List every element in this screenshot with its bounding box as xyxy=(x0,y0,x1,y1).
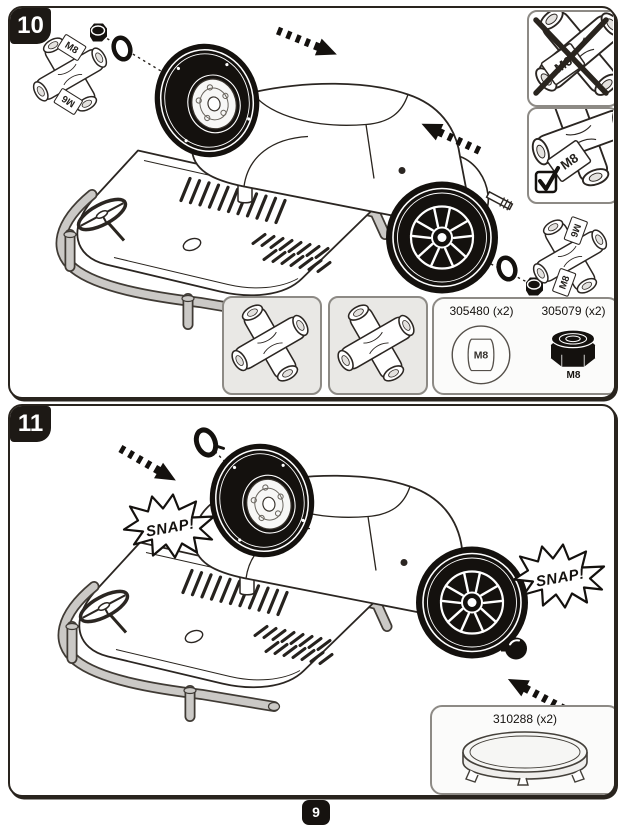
part-washer: 305480 (x2) M8 xyxy=(446,299,516,388)
part-hubcap: 310288 (x2) xyxy=(450,707,600,786)
washer-icon xyxy=(496,256,518,282)
step-11-illustration: SNAP! SNAP! xyxy=(10,406,606,795)
parts-box-step11: 310288 (x2) xyxy=(430,705,614,795)
cross-out-icon xyxy=(533,17,609,96)
correct-tool-inset: M8 xyxy=(527,107,614,204)
snap-callout: SNAP! xyxy=(122,493,216,559)
hubcap-part-icon xyxy=(462,731,588,786)
hubcap-icon xyxy=(193,425,224,458)
step-11-badge: 11 xyxy=(10,406,51,442)
step-10-illustration: M8 M6 M6 M8 xyxy=(15,8,614,397)
part-number: 305079 (x2) xyxy=(541,304,606,318)
part-number: 305480 (x2) xyxy=(449,304,514,318)
part-lock-nut: 305079 (x2) M8 xyxy=(541,299,605,381)
page-number-badge: 9 xyxy=(302,800,330,825)
washer-part-icon: M8 xyxy=(452,325,511,385)
washer-size-label: M8 xyxy=(474,350,489,361)
snap-callout: SNAP! xyxy=(512,543,606,609)
wrench-size-label: M6 xyxy=(567,222,582,239)
part-number: 310288 (x2) xyxy=(492,712,558,726)
wrench-tool-box xyxy=(319,286,433,397)
direction-arrow-icon xyxy=(274,22,340,63)
step-10-badge: 10 xyxy=(10,8,51,44)
socket-wrench-icon xyxy=(213,286,327,397)
direction-arrow-icon xyxy=(116,441,180,489)
wrong-tool-illustration: M6 xyxy=(529,12,614,105)
step-11-number: 11 xyxy=(17,410,44,437)
page-number: 9 xyxy=(312,804,320,820)
step-10-number: 10 xyxy=(17,12,44,39)
socket-wrench-icon: M6 M8 xyxy=(515,201,614,312)
checkmark-icon xyxy=(534,166,560,194)
axle xyxy=(485,190,514,211)
front-wheel xyxy=(386,182,498,294)
nut-size-label: M8 xyxy=(566,370,581,381)
socket-wrench-icon: M8 M6 xyxy=(15,19,125,130)
wrench-size-label: M8 xyxy=(557,274,572,291)
lock-nut-icon xyxy=(89,22,108,43)
correct-tool-illustration: M8 xyxy=(529,109,614,202)
wrong-tool-inset: M6 xyxy=(527,10,614,107)
washer-icon xyxy=(111,36,133,62)
socket-wrench-icon xyxy=(319,286,433,397)
step-10-panel: 10 xyxy=(8,6,616,399)
step-11-panel: 11 xyxy=(8,404,616,797)
wrench-tool-box xyxy=(213,286,327,397)
parts-box-step10: 305480 (x2) M8 305079 (x2) xyxy=(432,297,614,395)
lock-nut-part-icon xyxy=(550,329,597,367)
